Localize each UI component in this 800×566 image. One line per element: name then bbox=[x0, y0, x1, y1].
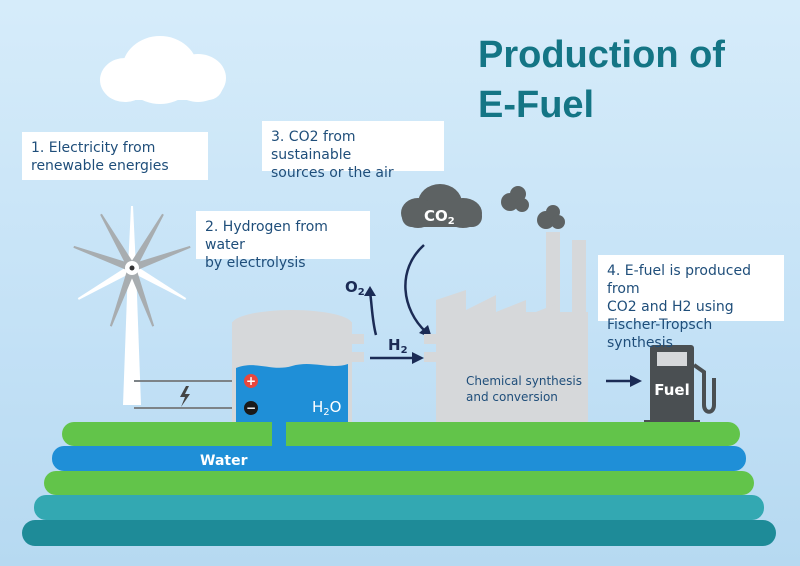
step-3-label: 3. CO2 from sustainable sources or the a… bbox=[262, 121, 444, 181]
step-4-label: 4. E-fuel is produced from CO2 and H2 us… bbox=[598, 255, 784, 351]
power-wires bbox=[134, 380, 238, 409]
h2-label: H2 bbox=[388, 336, 408, 356]
chemical-synthesis-label: Chemical synthesis bbox=[466, 374, 582, 388]
o2-arrow bbox=[368, 291, 378, 336]
plus-sign: + bbox=[246, 374, 256, 388]
co2-label: CO2 bbox=[424, 207, 455, 227]
title-line-2: E-Fuel bbox=[478, 84, 595, 126]
ground bbox=[22, 422, 776, 546]
plus-terminal-icon bbox=[244, 374, 258, 388]
step-1-label: 1. Electricity from renewable energies bbox=[22, 132, 208, 180]
fuel-label: Fuel bbox=[654, 381, 690, 399]
smoke-icon bbox=[501, 186, 565, 229]
lightning-icon bbox=[180, 386, 190, 407]
title-line-1: Production of bbox=[478, 34, 725, 76]
cloud-icon bbox=[100, 36, 226, 104]
page-title: Production of E-Fuel bbox=[478, 30, 725, 130]
step-2-label: 2. Hydrogen from water by electrolysis bbox=[196, 211, 370, 271]
h2o-label: H2O bbox=[312, 398, 341, 418]
electrolyzer bbox=[232, 310, 364, 448]
co2-arrow bbox=[404, 244, 427, 333]
factory-icon bbox=[424, 232, 588, 425]
conversion-label: and conversion bbox=[466, 390, 558, 404]
co2-cloud-icon bbox=[401, 184, 482, 228]
minus-terminal-icon bbox=[244, 401, 258, 415]
water-label: Water bbox=[200, 453, 248, 469]
o2-label: O2 bbox=[345, 278, 365, 298]
minus-sign: − bbox=[246, 401, 256, 415]
wind-turbine-icon bbox=[73, 206, 191, 405]
